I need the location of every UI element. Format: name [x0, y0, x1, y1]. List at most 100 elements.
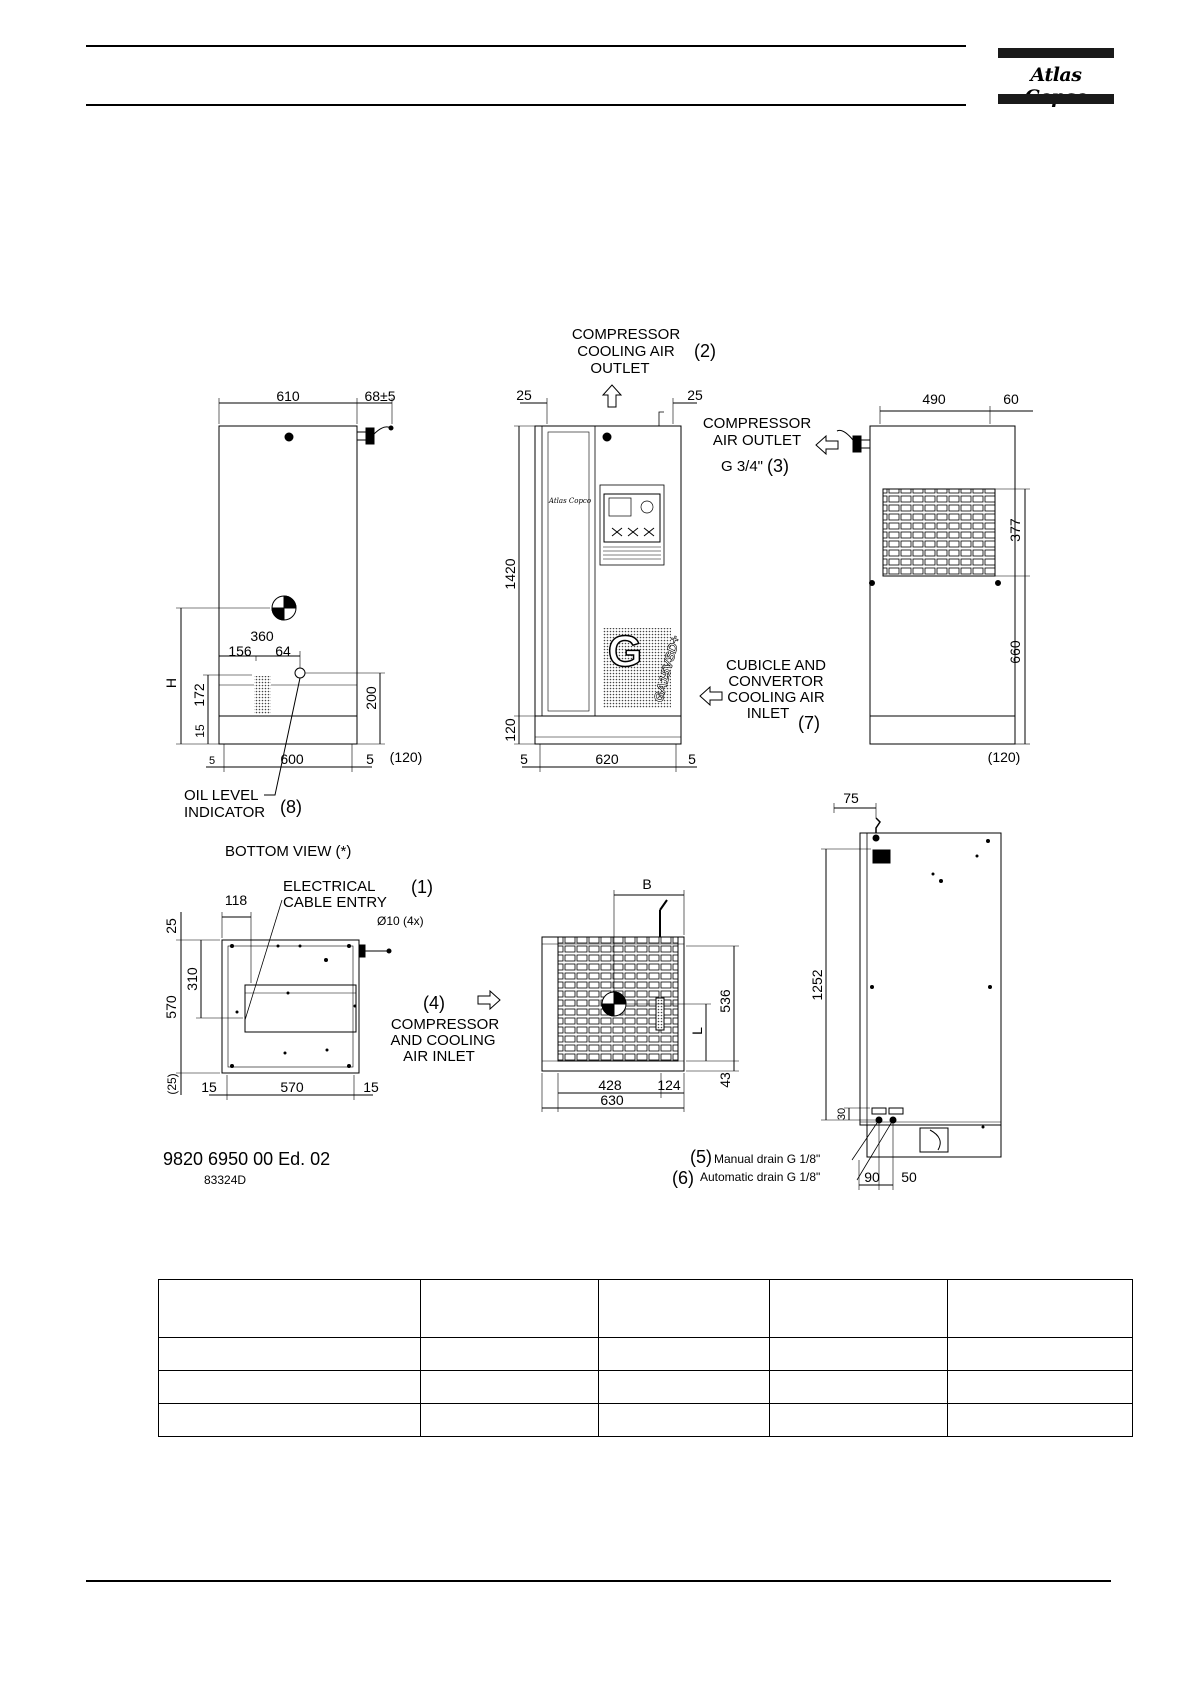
oil-label-1: OIL LEVEL [184, 787, 259, 804]
table-cell [597, 1370, 771, 1405]
dim-30: 30 [836, 1108, 848, 1120]
header-rule-bottom [86, 104, 966, 106]
side-view-base [218, 715, 358, 745]
right-view-base [869, 715, 1016, 745]
table-cell [769, 1403, 949, 1437]
inlet-label-1: COMPRESSOR [391, 1016, 500, 1033]
dim-120b: 120 [502, 718, 518, 742]
inlet-label-3: AIR INLET [403, 1048, 475, 1065]
dim-25a: 25 [516, 387, 532, 403]
dim-172: 172 [191, 683, 207, 707]
big-g-letter: G [608, 627, 642, 676]
bottom-view-title: BOTTOM VIEW (*) [225, 843, 351, 860]
dim-15a: 15 [193, 724, 207, 738]
dim-360: 360 [250, 628, 274, 644]
table-cell [947, 1403, 1133, 1437]
dim-5a: 5 [209, 755, 215, 767]
table-header-cell [419, 1278, 599, 1339]
auto-drain-label: Automatic drain G 1/8" [700, 1170, 820, 1184]
drawing-number: 83324D [204, 1173, 246, 1187]
table-header-cell [947, 1278, 1133, 1339]
cooling-outlet-label-2: COOLING AIR [577, 343, 675, 360]
inlet-label-2: AND COOLING [390, 1032, 495, 1049]
table-cell [947, 1337, 1133, 1372]
air-outlet-label-2: AIR OUTLET [713, 432, 801, 449]
dim-5c: 5 [520, 751, 528, 767]
cubicle-label-3: COOLING AIR [727, 689, 825, 706]
dim-660: 660 [1007, 640, 1023, 664]
bottom-view-frame [221, 939, 360, 1074]
dim-15b: 15 [201, 1079, 217, 1095]
cooling-outlet-label-1: COMPRESSOR [572, 326, 681, 343]
table-cell [947, 1370, 1133, 1405]
manual-drain-ref: (5) [690, 1147, 712, 1167]
dim-490: 490 [922, 391, 946, 407]
table-cell [158, 1370, 421, 1405]
doc-number: 9820 6950 00 Ed. 02 [163, 1149, 330, 1169]
air-outlet-thread: G 3/4" [721, 458, 763, 475]
dim-120c: (120) [988, 749, 1021, 765]
dim-75: 75 [843, 790, 859, 806]
table-row [158, 1403, 1133, 1437]
dim-156: 156 [228, 643, 252, 659]
holes-label: Ø10 (4x) [377, 914, 424, 928]
dim-60: 60 [1003, 391, 1019, 407]
dim-5b: 5 [366, 751, 374, 767]
dim-15c: 15 [363, 1079, 379, 1095]
table-cell [769, 1370, 949, 1405]
dim-570a: 570 [163, 995, 179, 1019]
table-header-cell [769, 1278, 949, 1339]
dim-l: L [689, 1027, 705, 1035]
dim-610: 610 [276, 388, 300, 404]
dim-310: 310 [184, 967, 200, 991]
dim-124: 124 [657, 1077, 681, 1093]
elec-label-1: ELECTRICAL [283, 878, 376, 895]
atlas-copco-logo: Atlas Copco [998, 46, 1114, 108]
table-cell [597, 1403, 771, 1437]
front-view-base [534, 715, 682, 745]
header-rule-top [86, 45, 966, 47]
manual-drain-label: Manual drain G 1/8" [714, 1152, 820, 1166]
cubicle-label-1: CUBICLE AND [726, 657, 826, 674]
air-outlet-ref: (3) [767, 456, 789, 476]
auto-drain-ref: (6) [672, 1168, 694, 1188]
dim-600: 600 [280, 751, 304, 767]
table-row [158, 1370, 1133, 1405]
cooling-outlet-ref: (2) [694, 341, 716, 361]
table-cell [769, 1337, 949, 1372]
dim-1252: 1252 [809, 969, 825, 1000]
dim-200: 200 [363, 686, 379, 710]
dim-b: B [642, 876, 651, 892]
dim-h: H [163, 678, 179, 688]
dim-5d: 5 [688, 751, 696, 767]
dim-120a: (120) [390, 749, 423, 765]
side-view-cabinet [218, 425, 358, 717]
air-outlet-label-1: COMPRESSOR [703, 415, 812, 432]
dim-25b: 25 [687, 387, 703, 403]
dim-536: 536 [717, 989, 733, 1013]
dim-630: 630 [600, 1092, 624, 1108]
dim-428: 428 [598, 1077, 622, 1093]
dim-570b: 570 [280, 1079, 304, 1095]
dim-25c: 25 [163, 918, 179, 934]
dim-25d: (25) [165, 1073, 179, 1094]
elec-ref: (1) [411, 877, 433, 897]
side-view-right-cabinet [859, 832, 1002, 1126]
dim-68: 68±5 [364, 388, 395, 404]
footer-rule [86, 1580, 1111, 1582]
cubicle-label-2: CONVERTOR [728, 673, 823, 690]
table-cell [419, 1370, 599, 1405]
oil-label-2: INDICATOR [184, 804, 265, 821]
cubicle-label-4: INLET [747, 705, 790, 722]
table-cell [158, 1403, 421, 1437]
front-brand-text: Atlas Copco [548, 497, 591, 505]
table-cell [158, 1337, 421, 1372]
oil-ref: (8) [280, 797, 302, 817]
table-cell [419, 1337, 599, 1372]
table-cell [419, 1403, 599, 1437]
elec-label-2: CABLE ENTRY [283, 894, 387, 911]
dim-43: 43 [717, 1072, 733, 1088]
dim-620: 620 [595, 751, 619, 767]
table-row [158, 1337, 1133, 1372]
